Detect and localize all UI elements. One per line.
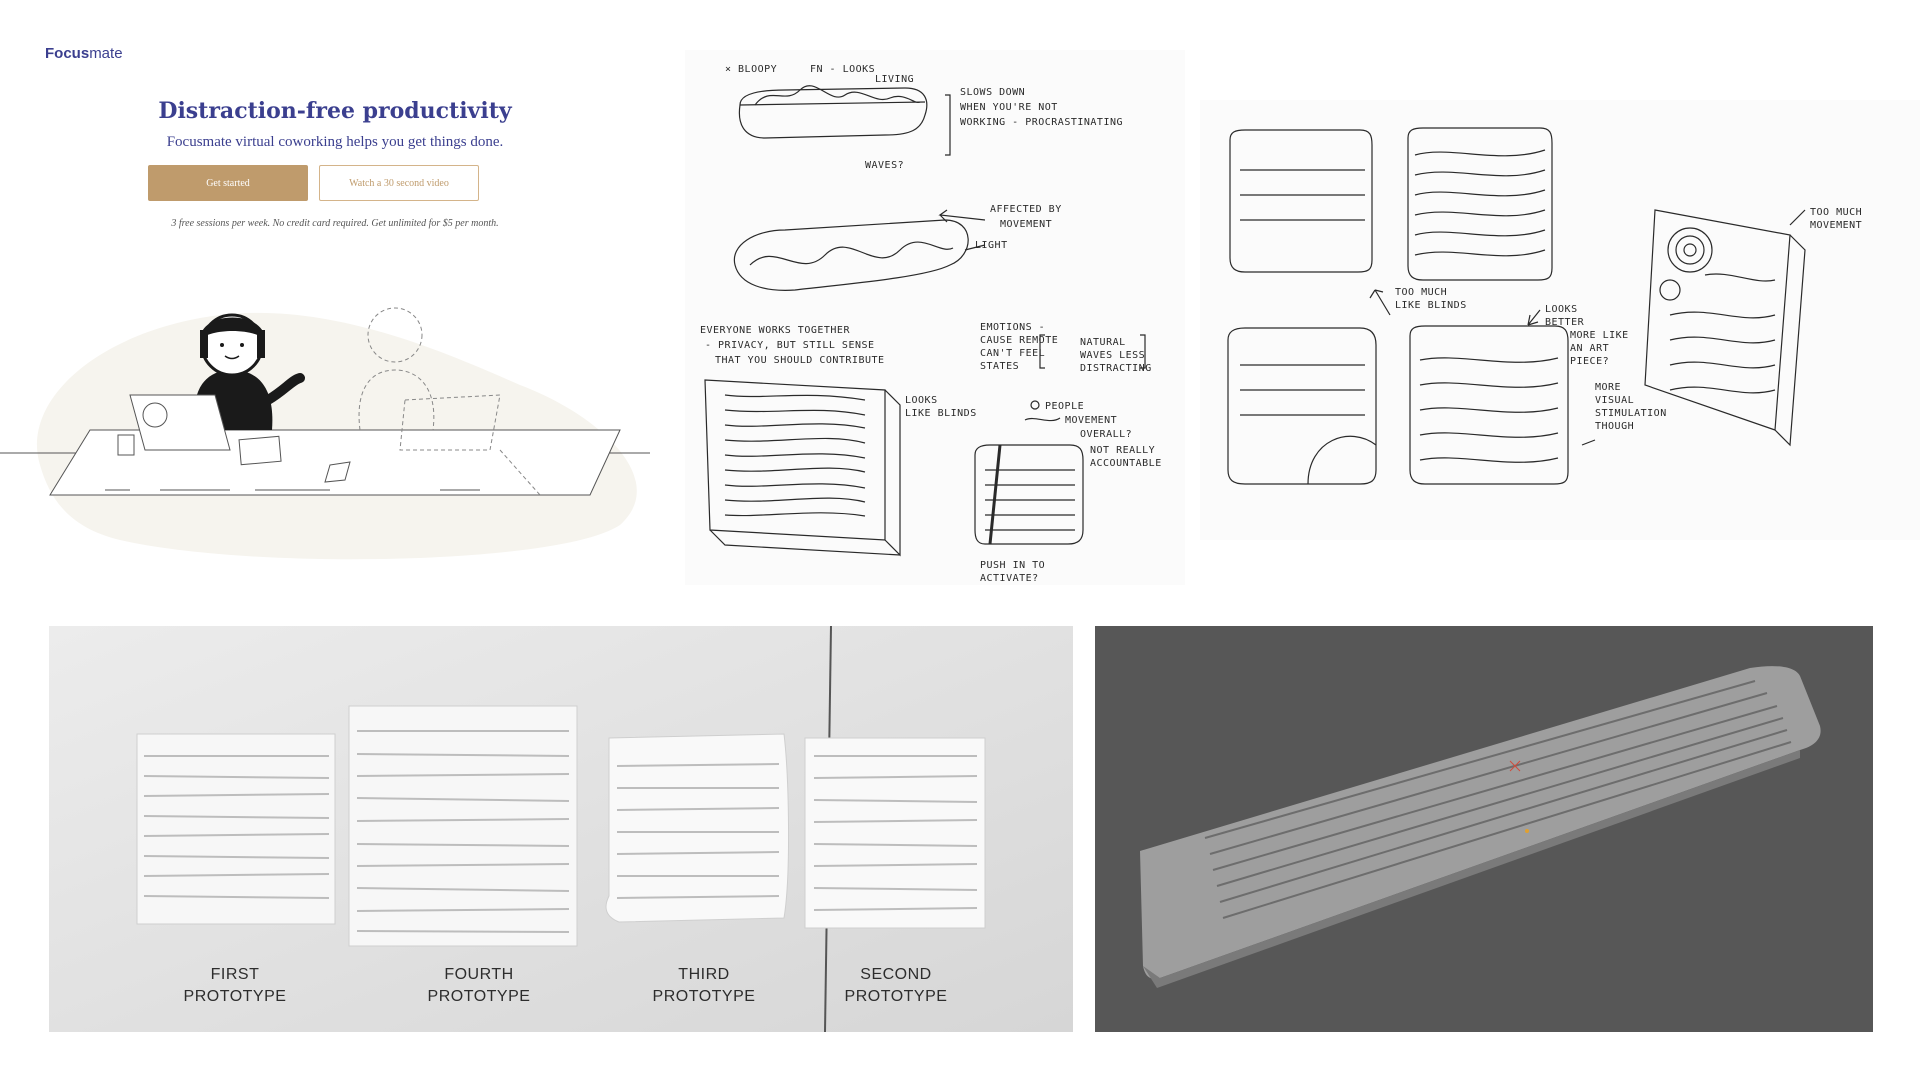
note-more-like: MORE LIKE	[1570, 330, 1629, 341]
label-second-line1: SECOND	[860, 966, 931, 983]
label-first-line2: PROTOTYPE	[184, 988, 287, 1005]
art-square-sketch	[1409, 325, 1569, 485]
label-first-line1: FIRST	[211, 966, 260, 983]
note-everyone-works: EVERYONE WORKS TOGETHER	[700, 325, 850, 336]
label-third-line2: PROTOTYPE	[653, 988, 756, 1005]
note-better: BETTER	[1545, 317, 1585, 328]
note-too-much-2: TOO MUCH	[1810, 207, 1862, 218]
note-slows-down: SLOWS DOWN	[960, 87, 1025, 98]
note-cause-remote: CAUSE REMOTE	[980, 335, 1058, 346]
pricing-fineprint: 3 free sessions per week. No credit card…	[171, 218, 499, 229]
desk-paper	[238, 435, 282, 466]
note-when-not: WHEN YOU'RE NOT	[960, 102, 1058, 113]
paper-third-prototype	[605, 733, 790, 923]
note-working-procrastinating: WORKING - PROCRASTINATING	[960, 117, 1123, 128]
note-like-blinds-2: LIKE BLINDS	[1395, 300, 1467, 311]
mug	[117, 434, 135, 456]
note-though: THOUGH	[1595, 421, 1634, 432]
note-piece: PIECE?	[1570, 356, 1609, 367]
label-second-line2: PROTOTYPE	[845, 988, 948, 1005]
note-emotions: EMOTIONS -	[980, 322, 1045, 333]
watch-video-button[interactable]: Watch a 30 second video	[319, 165, 479, 201]
note-an-art: AN ART	[1570, 343, 1609, 354]
note-privacy: - PRIVACY, BUT STILL SENSE	[705, 340, 875, 351]
note-accountable: ACCOUNTABLE	[1090, 458, 1162, 469]
circle-square-sketch	[1227, 327, 1377, 485]
label-fourth-line1: FOURTH	[444, 966, 513, 983]
concept-sketch-sheet-left: × BLOOPY FN - LOOKS LIVING SLOWS DOWN WH…	[685, 50, 1185, 585]
note-stimulation: STIMULATION	[1595, 408, 1667, 419]
label-third-line1: THIRD	[678, 966, 729, 983]
note-cant-feel: CAN'T FEEL	[980, 348, 1045, 359]
sketches-right: TOO MUCH LIKE BLINDS LOOKS BETTER MORE L…	[1227, 127, 1862, 485]
get-started-button[interactable]: Get started	[148, 165, 308, 201]
tray-slats	[1204, 680, 1792, 919]
label-fourth-line2: PROTOTYPE	[428, 988, 531, 1005]
remote-partner-figure	[358, 307, 541, 496]
note-movement-2: MOVEMENT	[1065, 415, 1117, 426]
plain-square-sketch	[1229, 129, 1373, 273]
concept-sketch-sheet-right: TOO MUCH LIKE BLINDS LOOKS BETTER MORE L…	[1200, 100, 1920, 540]
sketches-left: × BLOOPY FN - LOOKS LIVING SLOWS DOWN WH…	[700, 64, 1162, 584]
note-movement-3: MOVEMENT	[1810, 220, 1862, 231]
note-activate: ACTIVATE?	[980, 573, 1039, 584]
paper-fourth-prototype	[348, 705, 578, 947]
tray-sketch-middle	[733, 219, 969, 291]
note-movement: MOVEMENT	[1000, 219, 1052, 230]
note-visual: VISUAL	[1595, 395, 1634, 406]
note-living: LIVING	[875, 74, 914, 85]
note-contribute: THAT YOU SHOULD CONTRIBUTE	[715, 355, 885, 366]
tray-sketch-top	[738, 87, 928, 139]
prototypes-photo: FIRST PROTOTYPE FOURTH PROTOTYPE THIRD P…	[49, 626, 1073, 1032]
note-distracting: DISTRACTING	[1080, 363, 1152, 374]
origin-marker	[1509, 760, 1521, 772]
note-bloopy: × BLOOPY	[725, 64, 777, 75]
note-too-much: TOO MUCH	[1395, 287, 1447, 298]
3d-tray-model	[1140, 666, 1821, 988]
note-like-blinds: LIKE BLINDS	[905, 408, 977, 419]
note-light: LIGHT	[975, 240, 1008, 251]
note-push-in: PUSH IN TO	[980, 560, 1045, 571]
note-more: MORE	[1595, 382, 1621, 393]
note-affected-by: AFFECTED BY	[990, 204, 1062, 215]
laptop	[129, 394, 231, 451]
note-waves-less: WAVES LESS	[1080, 350, 1145, 361]
art-box-3d-sketch	[1644, 209, 1791, 431]
logo-bold-text: Focus	[45, 45, 90, 62]
paper-first-prototype	[136, 733, 336, 925]
phone	[324, 461, 351, 483]
note-looks: LOOKS	[905, 395, 938, 406]
3d-model-viewport[interactable]	[1095, 626, 1873, 1032]
focusmate-logo[interactable]: Focusmate	[45, 45, 123, 62]
push-square-sketch	[974, 444, 1084, 545]
desk	[49, 429, 621, 496]
note-not-really: NOT REALLY	[1090, 445, 1155, 456]
note-fn-looks: FN - LOOKS	[810, 64, 875, 75]
note-looks-better: LOOKS	[1545, 304, 1578, 315]
pivot-point	[1525, 829, 1529, 833]
paper-second-prototype	[804, 737, 986, 929]
note-overall: OVERALL?	[1080, 429, 1132, 440]
focusmate-landing-panel: Focusmate Distraction-free productivity …	[0, 0, 670, 560]
logo-regular-text: mate	[89, 45, 123, 62]
hero-title: Distraction-free productivity	[158, 98, 512, 124]
note-people: PEOPLE	[1045, 401, 1084, 412]
prototypes-wall: FIRST PROTOTYPE FOURTH PROTOTYPE THIRD P…	[49, 626, 1073, 1032]
note-states: STATES	[980, 361, 1019, 372]
wavy-square-sketch	[1407, 127, 1553, 281]
coworking-illustration	[0, 307, 650, 560]
blinds-box-sketch	[704, 379, 886, 541]
hero-subtitle: Focusmate virtual coworking helps you ge…	[166, 134, 504, 150]
note-natural: NATURAL	[1080, 337, 1126, 348]
note-waves: WAVES?	[865, 160, 904, 171]
laptop-sticker	[142, 402, 168, 428]
